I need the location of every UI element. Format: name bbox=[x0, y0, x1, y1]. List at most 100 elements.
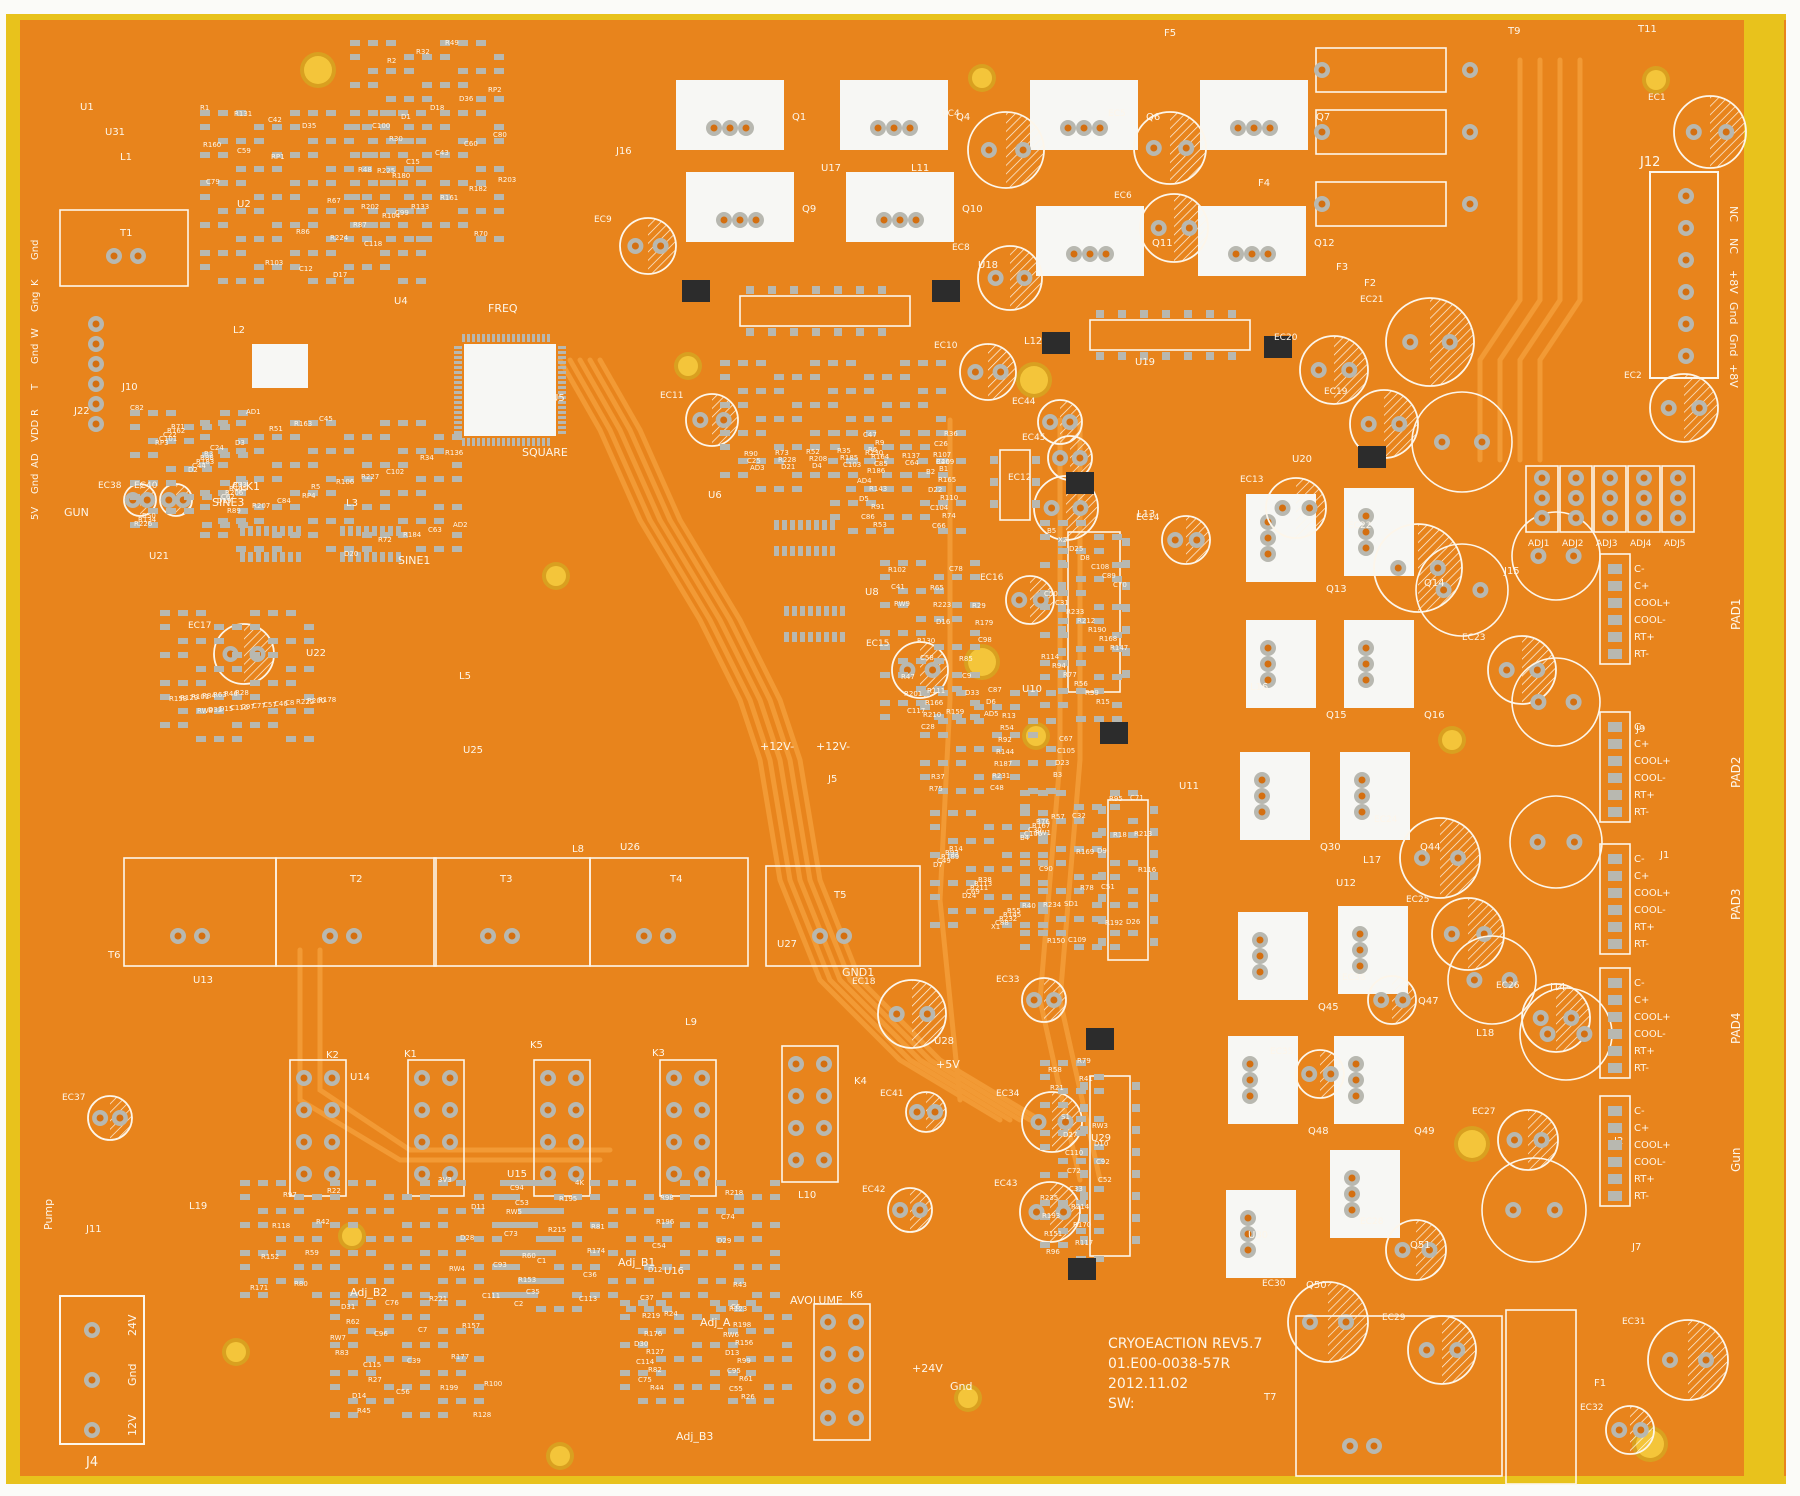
capacitor-14-pin2-drill bbox=[1037, 596, 1045, 604]
ref-jumpers-0: J1 bbox=[1659, 850, 1669, 861]
ref-smd-163: R214 bbox=[1071, 1203, 1090, 1211]
soic-1-pin-b3 bbox=[264, 552, 269, 562]
smd-part-756 bbox=[770, 1194, 780, 1200]
ref-smd-227: C67 bbox=[1059, 735, 1073, 743]
adj-trimmer-3-pin1-drill bbox=[1606, 474, 1614, 482]
pad-connector-4-pin-label-0: C- bbox=[1634, 978, 1645, 989]
left-header-label-4: R bbox=[30, 409, 41, 416]
smd-part-182 bbox=[494, 236, 504, 242]
ref-smd-84: R102 bbox=[888, 566, 906, 574]
smd-part-500 bbox=[984, 908, 994, 914]
smd-part-790 bbox=[626, 1250, 636, 1256]
smd-part-431 bbox=[956, 690, 966, 696]
capacitor-39-pin1-drill bbox=[896, 1206, 904, 1214]
relay-2-pin-3-drill bbox=[446, 1106, 454, 1114]
heatsink-pad-8-pin1-drill bbox=[1232, 250, 1240, 258]
ref-smd-251: C95 bbox=[727, 1367, 741, 1375]
qfp-u15-left-16 bbox=[454, 426, 462, 429]
pad-connector-5-pin-4 bbox=[1608, 1174, 1622, 1184]
ref-smd-157: R208 bbox=[809, 455, 827, 463]
ref-jumpers-9: J16 bbox=[615, 146, 632, 157]
smd-part-655 bbox=[384, 1194, 394, 1200]
smd-part-809 bbox=[626, 1278, 636, 1284]
smd-part-628 bbox=[1058, 1200, 1068, 1206]
smd-part-26 bbox=[272, 152, 282, 158]
ref-inductor-11: L17 bbox=[1363, 855, 1381, 866]
left-header-label-8: Gng bbox=[30, 292, 41, 312]
smd-part-281 bbox=[362, 504, 372, 510]
heatsink-pad-11-pin2-drill bbox=[1264, 660, 1272, 668]
smd-part-292 bbox=[416, 518, 426, 524]
ref-smd-49: R63 bbox=[213, 691, 227, 699]
smd-part-29 bbox=[362, 152, 372, 158]
smd-part-960 bbox=[250, 680, 260, 686]
smd-part-469 bbox=[948, 810, 958, 816]
smd-part-871 bbox=[692, 1384, 702, 1390]
heatsink-pad-13 bbox=[1240, 752, 1310, 840]
smd-part-593 bbox=[1092, 916, 1102, 922]
smd-part-204 bbox=[130, 480, 140, 486]
ref-smd-274: D2 bbox=[188, 466, 198, 474]
smd-part-218 bbox=[148, 522, 158, 528]
relay-6-pin-4-drill bbox=[824, 1382, 832, 1390]
dip-ic-6 bbox=[999, 449, 1031, 521]
ref-smd-93: R114 bbox=[1041, 653, 1060, 661]
smd-part-304 bbox=[254, 546, 264, 552]
left-header-pin-a2-drill bbox=[92, 360, 100, 368]
smd-part-577 bbox=[1128, 860, 1138, 866]
pad-connector-1-pin-label-3: COOL- bbox=[1634, 615, 1666, 626]
ref-ic-16: U20 bbox=[1292, 454, 1312, 465]
smd-part-60 bbox=[344, 208, 354, 214]
qfp-u15-left-12 bbox=[454, 406, 462, 409]
smd-part-328 bbox=[738, 388, 748, 394]
smd-part-902 bbox=[438, 1342, 448, 1348]
ref-smd-219: C57 bbox=[263, 701, 277, 709]
smd-part-667 bbox=[438, 1208, 448, 1214]
ref-smd-236: C77 bbox=[252, 702, 266, 710]
soic-3-pin-b4 bbox=[806, 546, 811, 556]
smd-part-54 bbox=[380, 194, 390, 200]
ref-smd-214: C52 bbox=[1098, 1176, 1112, 1184]
smd-part-346 bbox=[792, 416, 802, 422]
smd-part-574 bbox=[1038, 860, 1048, 866]
smd-part-410 bbox=[866, 486, 876, 492]
smd-part-1011 bbox=[916, 658, 926, 664]
mounting-hole-6 bbox=[546, 566, 566, 586]
smd-part-145 bbox=[494, 138, 504, 144]
heatsink-pad-5-pin3-drill bbox=[752, 216, 760, 224]
smd-part-639 bbox=[240, 1180, 250, 1186]
ref-smd-70: R88 bbox=[200, 454, 214, 462]
ref-transformers-4: T5 bbox=[833, 890, 846, 901]
ref-smd-161: R212 bbox=[1077, 617, 1095, 625]
ref-smd-222: C60 bbox=[464, 140, 478, 148]
ref-smd-186: C9 bbox=[962, 672, 971, 680]
smd-part-786 bbox=[518, 1250, 528, 1256]
dip-ic-1-pin-b0 bbox=[746, 328, 754, 336]
smd-part-367 bbox=[738, 458, 748, 464]
ref-capacitor-12: EC15 bbox=[866, 639, 889, 649]
heatsink-pad-6-pin1-drill bbox=[880, 216, 888, 224]
ref-smd-39: R53 bbox=[873, 521, 887, 529]
smd-part-241 bbox=[236, 448, 246, 454]
smd-part-206 bbox=[166, 480, 176, 486]
ref-smd-159: R210 bbox=[923, 711, 941, 719]
smd-part-998 bbox=[970, 602, 980, 608]
smd-part-812 bbox=[716, 1278, 726, 1284]
adj-trimmer-2-pin3-drill bbox=[1572, 514, 1580, 522]
smd-part-217 bbox=[130, 522, 140, 528]
ref-smd-240: C82 bbox=[130, 404, 144, 412]
smd-part-128 bbox=[494, 96, 504, 102]
soic-4-pin-b0 bbox=[784, 632, 789, 642]
capacitor-1-pin2-drill bbox=[1722, 128, 1730, 136]
smd-part-634 bbox=[1094, 1228, 1104, 1234]
heatsink-pad-6-pin2-drill bbox=[896, 216, 904, 224]
smd-part-135 bbox=[350, 124, 360, 130]
smd-part-860 bbox=[746, 1356, 756, 1362]
ref-smd-194: C30 bbox=[1028, 826, 1042, 834]
ref-smd-72: R90 bbox=[744, 450, 758, 458]
ref-smd-143: R189 bbox=[941, 853, 959, 861]
smd-part-467 bbox=[1046, 788, 1056, 794]
heatsink-pad-2-pin3-drill bbox=[906, 124, 914, 132]
smd-part-1024 bbox=[880, 714, 890, 720]
smd-part-651 bbox=[240, 1194, 250, 1200]
